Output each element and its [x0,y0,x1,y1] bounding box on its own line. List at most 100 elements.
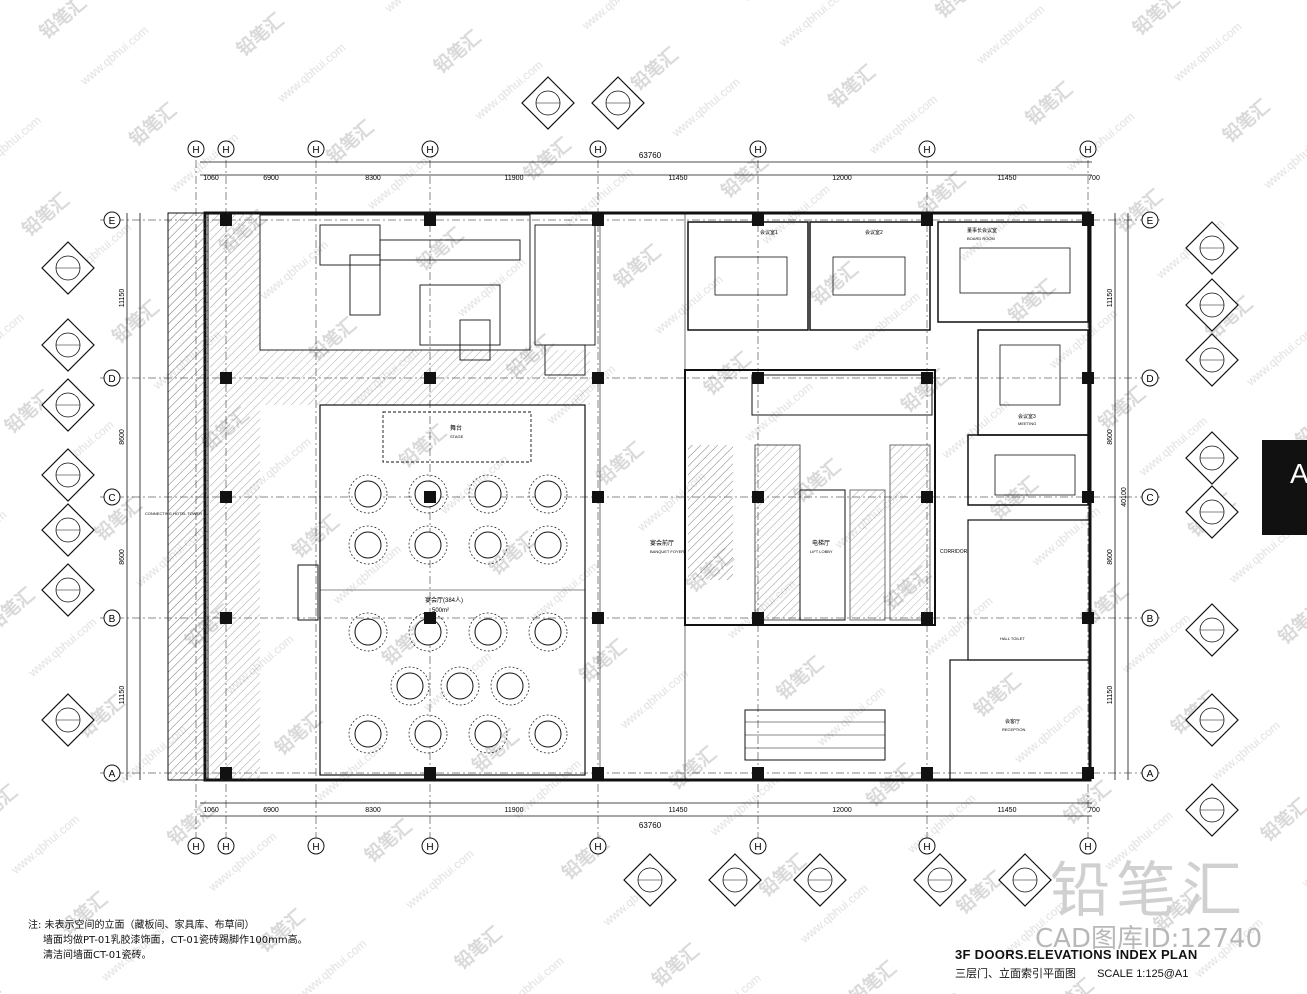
grid-bubble-label: A [109,769,116,780]
grid-bubble [307,140,325,158]
dimension-text: 8600 [1107,549,1114,565]
structural-column [752,612,764,624]
meeting-1-label: 会议室1 [760,229,778,236]
stage [382,411,532,463]
round-table [534,480,562,508]
grid-bubble [217,837,235,855]
chair-ring [408,474,448,514]
grid-bubble [1141,211,1159,229]
grid-bubble [589,140,607,158]
structural-column [424,491,436,503]
structural-column [424,767,436,779]
grid-bubble-label: H [754,145,761,156]
grid-bubble-label: B [1147,614,1154,625]
firm-logo-letter: A [1290,458,1307,489]
connecting-tower-label: CONNECTING HOTEL TOWER [145,511,202,516]
watermark-brand: 铅笔汇 [1050,856,1248,926]
dimension-text: 11450 [998,175,1017,182]
round-table [474,531,502,559]
dimension-text: 12000 [832,807,852,814]
chair-ring [528,612,568,652]
reception [949,659,1091,781]
grid-bubble-label: H [754,842,761,853]
grid-bubble [1141,609,1159,627]
round-table [474,480,502,508]
structural-column [752,491,764,503]
grid-bubble-label: H [923,145,930,156]
partition-store [297,564,319,621]
lift-lobby-label-cn: 电梯厅 [812,539,830,547]
grid-bubble-label: H [594,842,601,853]
grid-bubble-label: E [109,216,116,227]
grid-bubble-label: H [312,842,319,853]
grid-bubble [1141,764,1159,782]
grid-bubble-label: B [109,614,116,625]
dimension-text: 6900 [263,807,279,814]
chair-ring [440,666,480,706]
structural-column [1082,491,1094,503]
chair-ring [490,666,530,706]
round-table [354,720,382,748]
banquet-foyer-label-cn: 宴会前厅 [650,539,674,547]
dimension-text: 8600 [119,429,126,445]
drawing-scale: SCALE 1:125@A1 [1097,968,1189,980]
structural-column [592,767,604,779]
reception-label-cn: 会客厅 [1005,718,1020,725]
watermark-id: CAD图库ID:12740 [1035,924,1263,954]
lift-shafts [849,489,886,621]
stage-label-en: STAGE [450,434,464,439]
structural-columns [220,214,1094,779]
structural-column [592,214,604,226]
structural-column [220,214,232,226]
meeting-3-label: 会议室3 [1018,413,1036,420]
round-table [534,720,562,748]
title-block: 3F DOORS.ELEVATIONS INDEX PLAN 三层门、立面索引平… [955,947,1255,981]
lift-lobby-label-en: LIFT LOBBY [810,549,833,554]
drawing-title: 3F DOORS.ELEVATIONS INDEX PLAN [955,947,1198,962]
note-line: 清洁间墙面CT-01瓷砖。 [43,950,152,961]
chair-ring [528,474,568,514]
chair-ring [528,714,568,754]
grid-bubble [421,837,439,855]
structural-column [220,612,232,624]
dimension-text: 700 [1088,175,1100,182]
dimension-text: 6900 [263,175,279,182]
grid-bubble [749,837,767,855]
chair-ring [348,612,388,652]
structural-column [1082,612,1094,624]
dimension-text: 12000 [832,175,852,182]
grid-bubble [103,609,121,627]
core-hatch-center [751,374,933,416]
grid-bubble-label: A [1147,769,1154,780]
grid-bubble-label: H [426,842,433,853]
dimension-text: 11900 [505,807,524,814]
round-table [396,672,424,700]
grid-bubble-label: H [222,145,229,156]
dimension-text: 8300 [365,175,381,182]
grid-bubble [1141,488,1159,506]
structural-column [752,214,764,226]
stair-right [889,444,931,621]
round-table [414,720,442,748]
dimension-text: 11150 [1107,686,1114,705]
corridor-label: CORRIDOR [940,549,968,555]
grid-bubble-label: D [108,374,115,385]
grid-bubble-label: H [923,842,930,853]
dimension-text: 11450 [998,807,1017,814]
note-line: 注: 未表示空间的立面（藏板间、家具库、布草间） [28,920,255,931]
grid-bubble-label: H [594,145,601,156]
dimension-text: 11450 [669,807,688,814]
round-table [474,720,502,748]
round-table [474,618,502,646]
meeting-rooms [687,221,1089,506]
structural-column [921,372,933,384]
grid-bubble-label: H [192,145,199,156]
dimension-text: 8600 [119,549,126,565]
structural-column [220,767,232,779]
structural-column [592,491,604,503]
grid-bubble-label: E [1147,216,1154,227]
dimension-text: 8300 [365,807,381,814]
banquet-area-label: 500m² [432,608,449,614]
